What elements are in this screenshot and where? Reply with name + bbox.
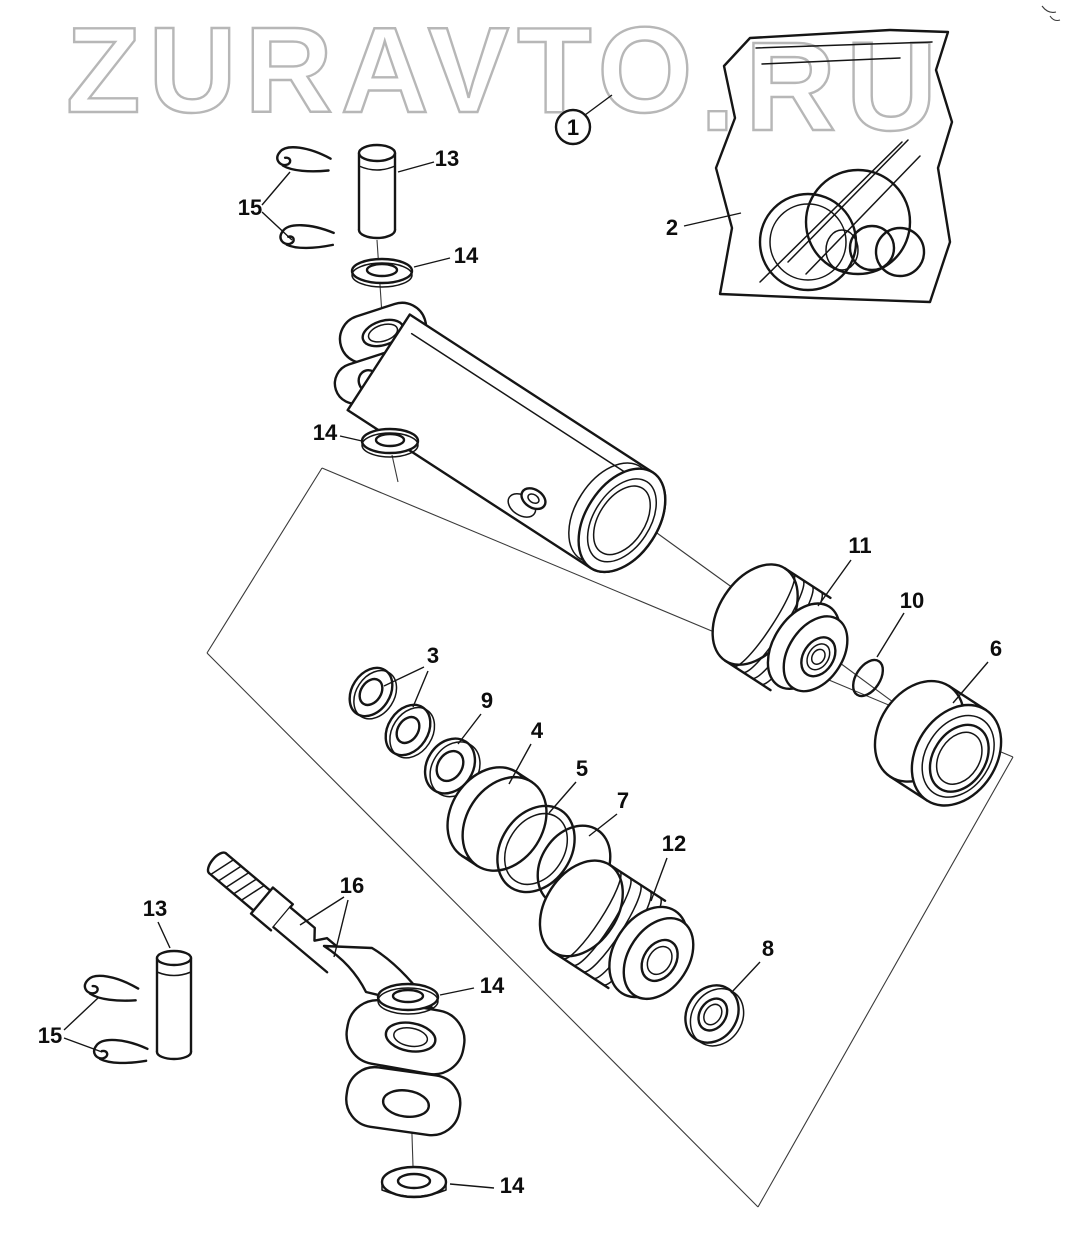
frame-lines — [206, 467, 1014, 1208]
callout-2-label: 2 — [666, 215, 678, 240]
callout-13-top-leader — [397, 161, 435, 173]
callout-11-leader — [817, 559, 852, 607]
bag-o-ring-small-b — [848, 224, 896, 272]
callout-13-top-label: 13 — [435, 146, 459, 171]
callout-1-label: 1 — [567, 115, 579, 140]
washer-3-b — [384, 703, 436, 759]
callout-14-left-leader — [339, 435, 363, 442]
o-ring-10 — [851, 658, 885, 698]
callout-4-leader — [508, 743, 532, 785]
cotter-pin-15-left-a — [83, 974, 140, 1002]
pin-13-left — [155, 949, 193, 1061]
rod-notch — [272, 906, 346, 974]
callout-15-top-label: 15 — [238, 195, 262, 220]
callout-3-label: 3 — [427, 643, 439, 668]
callout-6-label: 6 — [990, 636, 1002, 661]
bag-hatch-lines — [759, 139, 921, 283]
washer-14-left — [360, 427, 420, 458]
callout-14-left-label: 14 — [313, 420, 338, 445]
callout-14-top-label: 14 — [454, 243, 479, 268]
callout-14-bottom-leader — [449, 1183, 495, 1189]
callout-8-label: 8 — [762, 936, 774, 961]
callout-2-leader — [683, 212, 742, 227]
callout-5-label: 5 — [576, 756, 588, 781]
callout-1-leader — [584, 94, 613, 116]
callout-10-label: 10 — [900, 588, 924, 613]
washer-14-top — [350, 257, 414, 288]
callout-15-left-leaders — [63, 997, 103, 1053]
gland-12 — [538, 859, 695, 1001]
washer-3-a — [348, 666, 398, 720]
cotter-pin-15-top-b — [279, 224, 335, 250]
bag-fold-lines — [755, 41, 933, 65]
cap-bore — [928, 723, 990, 793]
bag-o-ring-small-c — [874, 226, 926, 278]
pin-13-top — [357, 143, 397, 240]
callout-3-leaders — [383, 666, 429, 708]
callout-6-leader — [952, 661, 989, 704]
gland-bore — [640, 938, 679, 983]
callout-13-left-label: 13 — [143, 896, 167, 921]
washer-9 — [423, 737, 481, 798]
corner-scribble — [1041, 5, 1061, 22]
callout-12-leader — [650, 857, 668, 902]
callout-5-leader — [548, 781, 577, 814]
cotter-pin-15-left-b — [92, 1038, 149, 1065]
rod-thread-hatch — [209, 859, 265, 901]
cap-6 — [873, 679, 1003, 807]
cylinder-barrel — [346, 313, 667, 574]
watermark-text: ZURAVTO — [66, 2, 700, 138]
piston-11 — [711, 563, 849, 693]
washer-14-bottom — [380, 1165, 448, 1199]
barrel-open-end — [577, 467, 667, 574]
clevis-16-hole-bottom — [381, 1089, 431, 1119]
callout-7-leader — [588, 813, 618, 837]
watermark-suffix: .RU — [700, 16, 947, 157]
cotter-pin-15-top-a — [276, 146, 332, 173]
callout-9-label: 9 — [481, 688, 493, 713]
callout-9-leader — [457, 713, 482, 745]
washer-14-mid — [376, 982, 440, 1015]
cylinder-assembly — [333, 301, 667, 574]
callout-16-label: 16 — [340, 873, 364, 898]
callout-11-label: 11 — [848, 533, 871, 558]
seal-8 — [684, 984, 745, 1047]
callout-15-top-leaders — [261, 171, 293, 241]
clevis-lug-bottom-16 — [345, 1065, 462, 1137]
callout-14-mid-label: 14 — [480, 973, 505, 998]
callout-13-left-leader — [157, 921, 171, 949]
bag-o-ring-small-a — [825, 229, 859, 271]
bag-outline — [714, 28, 954, 304]
callout-1-circle — [554, 108, 592, 146]
callout-12-label: 12 — [662, 831, 686, 856]
port-fitting — [507, 487, 547, 518]
callout-10-leader — [876, 612, 905, 658]
callout-15-left-label: 15 — [38, 1023, 62, 1048]
piston-bore — [800, 636, 837, 678]
axis-lines — [649, 527, 898, 706]
callout-16-leaders — [299, 896, 349, 958]
rod-threaded-end — [206, 851, 346, 974]
callout-14-top-leader — [413, 257, 451, 268]
bag-o-ring-medium — [804, 168, 912, 276]
seal-bag-2 — [714, 28, 954, 304]
callout-4-label: 4 — [531, 718, 544, 743]
callout-8-leader — [730, 961, 761, 994]
callout-14-mid-leader — [439, 987, 475, 996]
callout-14-bottom-label: 14 — [500, 1173, 525, 1198]
callout-7-label: 7 — [617, 788, 629, 813]
ring-5 — [496, 804, 576, 894]
clevis-lug-top-16 — [345, 999, 466, 1076]
